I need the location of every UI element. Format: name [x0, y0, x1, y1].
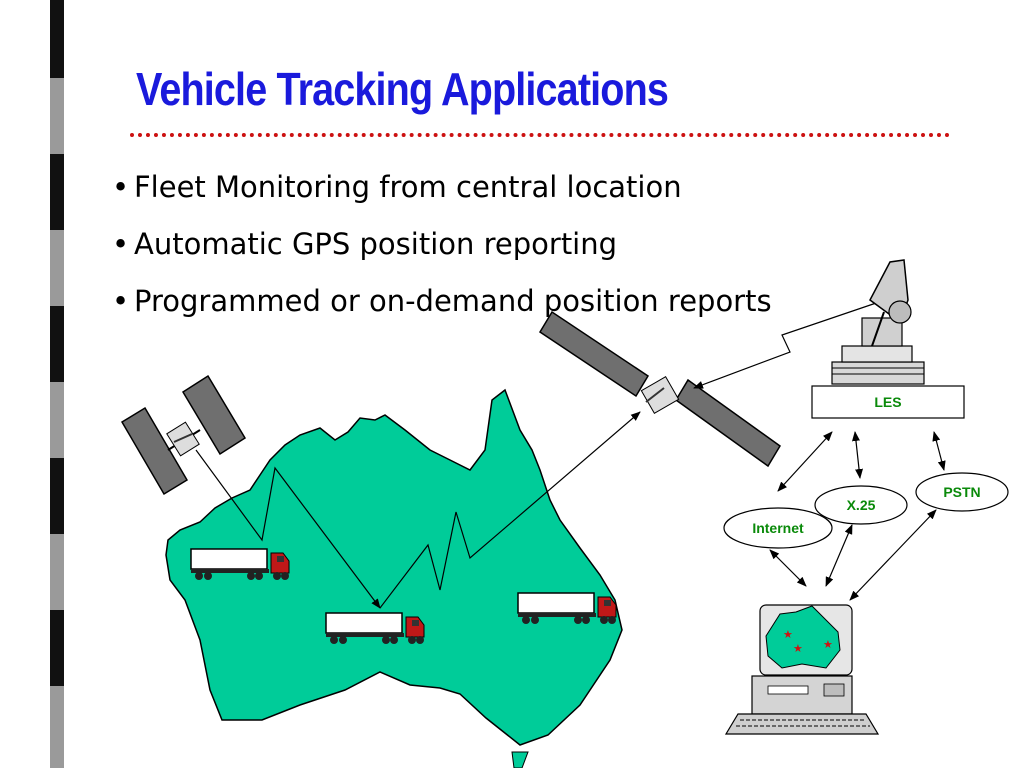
- australia-map: [165, 388, 623, 746]
- bullet-list: •Fleet Monitoring from central location …: [112, 165, 772, 336]
- les-box: [811, 385, 965, 419]
- internet-label: Internet: [752, 520, 804, 536]
- bullet-text: Fleet Monitoring from central location: [134, 170, 682, 204]
- left-edge-bar: [50, 0, 64, 768]
- signal-link: [195, 449, 381, 609]
- pstn-label: PSTN: [943, 484, 980, 500]
- bullet-dot-icon: •: [112, 170, 130, 204]
- signal-link: [379, 411, 641, 609]
- satellite-left-icon: [120, 374, 247, 496]
- network-link: [932, 431, 946, 471]
- les-label: LES: [874, 394, 901, 410]
- bullet-item: •Automatic GPS position reporting: [112, 222, 772, 279]
- satellite-right-icon: [538, 310, 781, 468]
- bullet-dot-icon: •: [112, 227, 130, 261]
- bullet-item: •Programmed or on-demand position report…: [112, 279, 772, 336]
- satellite-dish-icon: [831, 259, 925, 385]
- bullet-dot-icon: •: [112, 284, 130, 318]
- bullet-text: Automatic GPS position reporting: [134, 227, 618, 261]
- signal-link: [693, 299, 886, 389]
- network-link: [825, 524, 853, 587]
- slide-title: Vehicle Tracking Applications: [136, 63, 669, 115]
- network-link: [777, 431, 833, 492]
- title-divider: [130, 133, 950, 137]
- network-link: [769, 549, 807, 587]
- network-link: [849, 509, 937, 601]
- svg-text:★: ★: [823, 638, 833, 651]
- bullet-item: •Fleet Monitoring from central location: [112, 165, 772, 222]
- computer-terminal-icon: ★ ★ ★: [724, 604, 880, 735]
- svg-text:★: ★: [793, 642, 803, 655]
- network-link: [851, 431, 864, 479]
- bullet-text: Programmed or on-demand position reports: [134, 284, 772, 318]
- x25-label: X.25: [847, 497, 876, 513]
- svg-text:★: ★: [783, 628, 793, 641]
- pstn-node: [915, 472, 1009, 512]
